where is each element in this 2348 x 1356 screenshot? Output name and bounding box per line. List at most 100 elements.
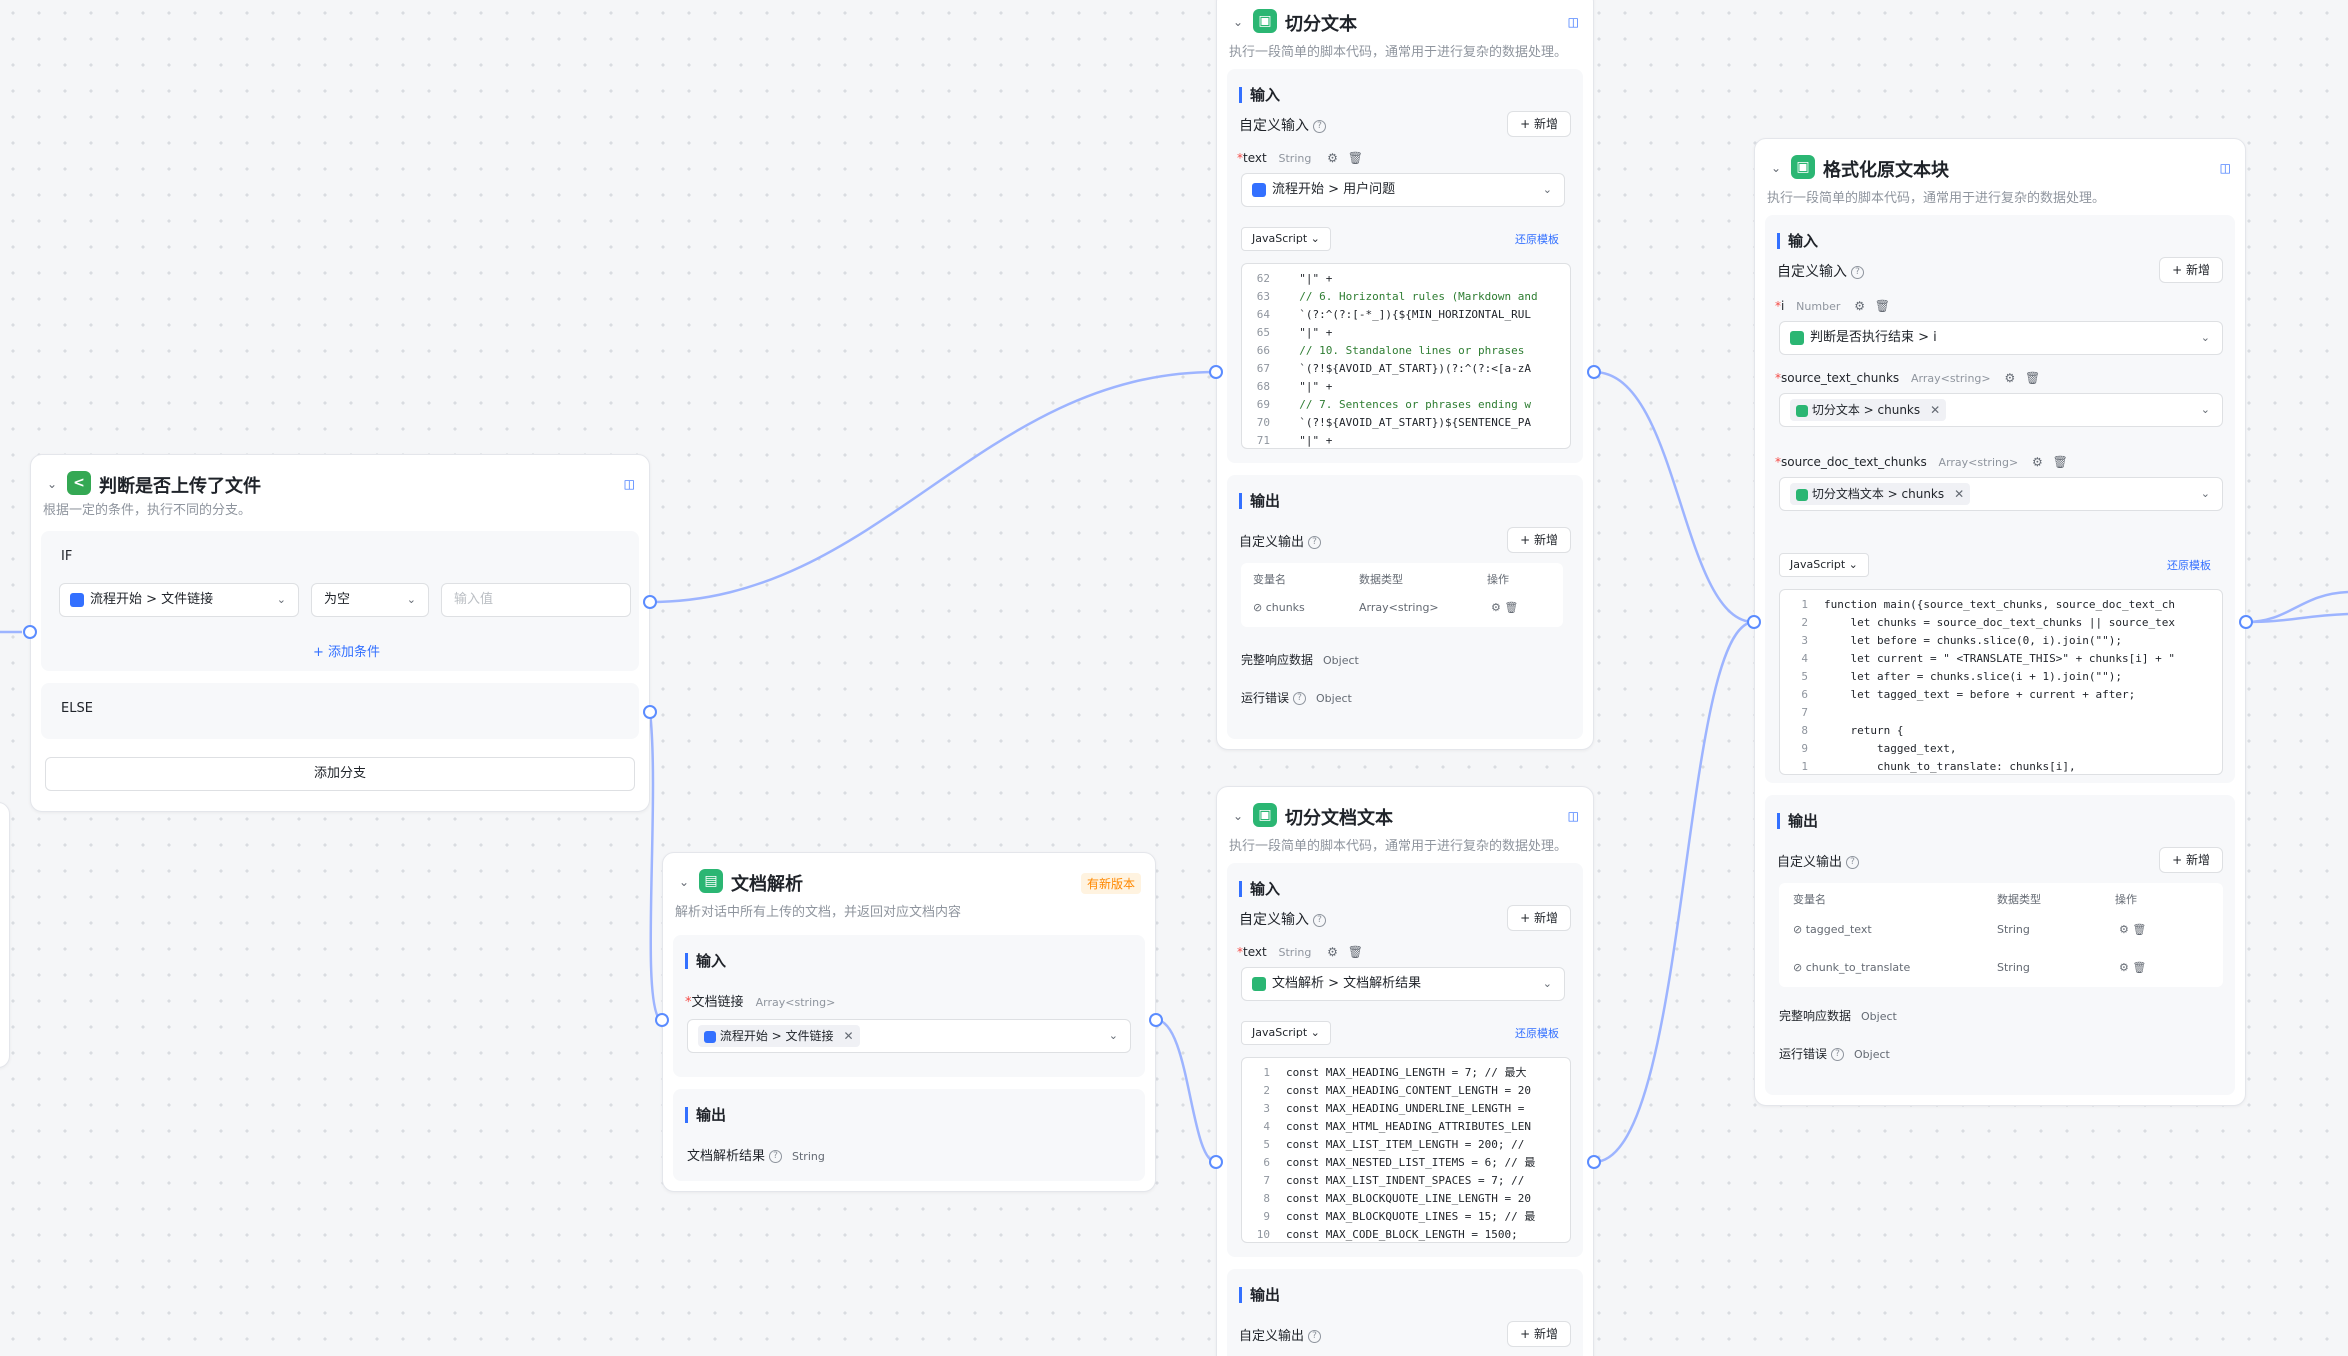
add-branch-button[interactable]: 添加分支	[45, 757, 635, 791]
docparse-node[interactable]: ⌄ ▤ 文档解析 有新版本 解析对话中所有上传的文档，并返回对应文档内容 输入 …	[662, 852, 1156, 1192]
line-number: 10	[1256, 1228, 1270, 1241]
trash-icon[interactable]: 🗑	[1347, 151, 1363, 165]
remove-tag-icon[interactable]: ✕	[843, 1029, 854, 1043]
collapse-chevron-icon[interactable]: ⌄	[1233, 809, 1244, 823]
output-section: 输出 自定义输出? + 新增	[1227, 1269, 1583, 1356]
trash-icon[interactable]: 🗑	[2025, 371, 2041, 385]
edge-split-doc-to-format	[1593, 620, 1755, 1164]
restore-template-link[interactable]: 还原模板	[2167, 559, 2211, 572]
format-node[interactable]: ⌄ ▣ 格式化原文本块 ◫ 执行一段简单的脚本代码，通常用于进行复杂的数据处理。…	[1754, 138, 2246, 1106]
gear-icon[interactable]: ⚙	[1327, 945, 1338, 959]
book-icon[interactable]: ◫	[623, 477, 635, 491]
gear-icon[interactable]: ⚙	[1327, 151, 1338, 165]
line-number: 5	[1263, 1138, 1270, 1151]
input-title: 输入	[1239, 87, 1280, 103]
table-row-name: ⊘ chunk_to_translate	[1793, 961, 1911, 974]
format-input-handle[interactable]	[1747, 615, 1761, 629]
else-output-handle[interactable]	[643, 705, 657, 719]
condition-operator-select[interactable]: 为空 ⌄	[311, 583, 429, 617]
gear-icon[interactable]: ⚙	[2004, 371, 2016, 385]
var-row: *source_text_chunks Array<string> ⚙ 🗑	[1775, 371, 2041, 385]
output-title: 输出	[1239, 493, 1280, 509]
condition-variable-select[interactable]: 流程开始 > 文件链接 ⌄	[59, 583, 299, 617]
if-label: IF	[61, 549, 73, 564]
collapse-chevron-icon[interactable]: ⌄	[679, 875, 690, 889]
if-output-handle[interactable]	[643, 595, 657, 609]
restore-template-link[interactable]: 还原模板	[1515, 233, 1559, 246]
add-output-button[interactable]: + 新增	[1507, 527, 1571, 553]
offscreen-node[interactable]	[0, 802, 10, 1068]
add-output-button[interactable]: + 新增	[2159, 847, 2223, 873]
format-output-handle[interactable]	[2239, 615, 2253, 629]
code-icon: ▣	[1253, 9, 1277, 33]
code-editor[interactable]: 62 "|" +63 // 6. Horizontal rules (Markd…	[1241, 263, 1571, 449]
line-number: 4	[1263, 1120, 1270, 1133]
add-input-button[interactable]: + 新增	[1507, 905, 1571, 931]
add-output-button[interactable]: + 新增	[1507, 1321, 1571, 1347]
gear-icon[interactable]: ⚙	[1854, 299, 1865, 313]
row-actions[interactable]: ⚙ 🗑	[2119, 923, 2147, 936]
new-version-badge[interactable]: 有新版本	[1080, 873, 1141, 894]
language-select[interactable]: JavaScript ⌄	[1241, 1021, 1331, 1045]
code-text: function main({source_text_chunks, sourc…	[1824, 598, 2175, 611]
split-doc-output-handle[interactable]	[1587, 1155, 1601, 1169]
var-select-source-text[interactable]: 切分文本 > chunks✕ ⌄	[1779, 393, 2223, 427]
row-actions[interactable]: ⚙ 🗑	[1491, 601, 1519, 614]
text-var-select[interactable]: 文档解析 > 文档解析结果 ⌄	[1241, 967, 1565, 1001]
trash-icon[interactable]: 🗑	[1874, 299, 1891, 313]
condition-value-input[interactable]: 输入值	[441, 583, 631, 617]
node-description: 执行一段简单的脚本代码，通常用于进行复杂的数据处理。	[1767, 191, 2106, 206]
gear-icon[interactable]: ⚙	[2032, 455, 2043, 469]
remove-tag-icon[interactable]: ✕	[1930, 403, 1941, 417]
trash-icon[interactable]: 🗑	[1347, 945, 1363, 959]
var-select-source-doc[interactable]: 切分文档文本 > chunks✕ ⌄	[1779, 477, 2223, 511]
document-link-select[interactable]: 流程开始 > 文件链接✕ ⌄	[687, 1019, 1131, 1053]
language-select[interactable]: JavaScript ⌄	[1241, 227, 1331, 251]
code-text: tagged_text,	[1824, 742, 1957, 755]
code-editor[interactable]: 1 function main({source_text_chunks, sour…	[1779, 589, 2223, 775]
docparse-output-handle[interactable]	[1149, 1013, 1163, 1027]
collapse-chevron-icon[interactable]: ⌄	[1771, 161, 1782, 175]
code-line: 8 return {	[1780, 722, 2222, 740]
split-text-input-handle[interactable]	[1209, 365, 1223, 379]
var-select-i[interactable]: 判断是否执行结束 > i ⌄	[1779, 321, 2223, 355]
output-title: 输出	[685, 1107, 726, 1123]
var-row: *i Number ⚙ 🗑	[1775, 299, 1891, 313]
field-name: *文档链接 Array<string>	[685, 995, 836, 1010]
add-condition-link[interactable]: + 添加条件	[313, 645, 381, 660]
remove-tag-icon[interactable]: ✕	[1954, 487, 1965, 501]
add-input-button[interactable]: + 新增	[2159, 257, 2223, 283]
code-line: 69 // 7. Sentences or phrases ending w	[1242, 396, 1570, 414]
add-input-button[interactable]: + 新增	[1507, 111, 1571, 137]
language-select[interactable]: JavaScript ⌄	[1779, 553, 1869, 577]
line-number: 67	[1256, 362, 1270, 375]
condition-input-handle[interactable]	[23, 625, 37, 639]
code-line: 3 let before = chunks.slice(0, i).join("…	[1780, 632, 2222, 650]
line-number: 70	[1256, 416, 1270, 429]
code-text: "|" +	[1286, 272, 1333, 285]
docparse-input-handle[interactable]	[655, 1013, 669, 1027]
condition-variable-value: 流程开始 > 文件链接	[90, 592, 214, 607]
col-op: 操作	[1487, 573, 1509, 586]
split-doc-input-handle[interactable]	[1209, 1155, 1223, 1169]
code-text: "|" +	[1286, 326, 1333, 339]
book-icon[interactable]: ◫	[1567, 809, 1579, 823]
condition-value-placeholder: 输入值	[454, 592, 494, 607]
split-text-output-handle[interactable]	[1587, 365, 1601, 379]
row-actions[interactable]: ⚙ 🗑	[2119, 961, 2147, 974]
text-var-select[interactable]: 流程开始 > 用户问题 ⌄	[1241, 173, 1565, 207]
start-icon	[1252, 183, 1266, 197]
book-icon[interactable]: ◫	[2219, 161, 2231, 175]
condition-node[interactable]: ⌄ < 判断是否上传了文件 ◫ 根据一定的条件，执行不同的分支。 IF 流程开始…	[30, 454, 650, 812]
line-number: 1	[1801, 598, 1808, 611]
collapse-chevron-icon[interactable]: ⌄	[47, 477, 58, 491]
collapse-chevron-icon[interactable]: ⌄	[1233, 15, 1244, 29]
split-text-node[interactable]: ⌄ ▣ 切分文本 ◫ 执行一段简单的脚本代码，通常用于进行复杂的数据处理。 输入…	[1216, 0, 1594, 750]
split-doc-node[interactable]: ⌄ ▣ 切分文档文本 ◫ 执行一段简单的脚本代码，通常用于进行复杂的数据处理。 …	[1216, 786, 1594, 1356]
trash-icon[interactable]: 🗑	[2052, 455, 2068, 469]
book-icon[interactable]: ◫	[1567, 15, 1579, 29]
restore-template-link[interactable]: 还原模板	[1515, 1027, 1559, 1040]
line-number: 5	[1801, 670, 1808, 683]
